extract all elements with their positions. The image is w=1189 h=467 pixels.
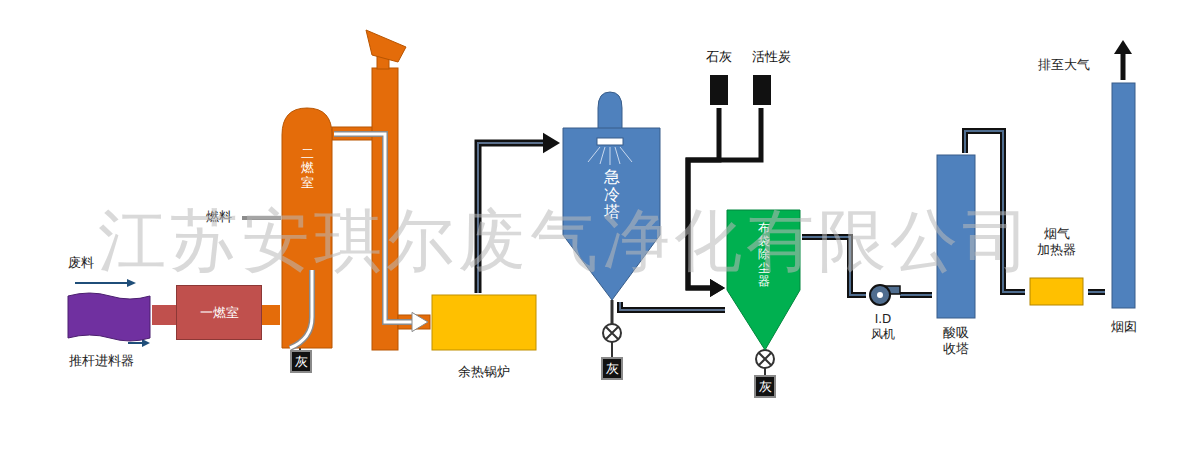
node-label: 余热锅炉 [458,363,510,381]
ash-label: 灰 [290,350,312,373]
exhaust-arrowhead [1114,40,1132,54]
chimney: 烟囱 [1105,82,1142,344]
carbon-silo: 活性炭 [745,48,798,108]
node-label: 石灰 [706,48,732,66]
ash-label: 灰 [601,357,623,380]
valve-stem [611,342,613,357]
watermark: 江苏安琪尔废气净化有限公司 [98,196,1034,287]
feed-label: 废料 [68,254,94,272]
pipe-line [620,302,725,310]
node-label: 酸吸 收塔 [943,325,969,358]
induced-draft-fan: I.D 风机 [866,282,900,352]
pipe-connector [152,315,176,316]
waste-heat-boiler: 余热锅炉 [428,293,540,385]
pipe-core [900,294,932,296]
pipe-line [1088,289,1105,295]
discharge-valve [603,324,621,342]
discharge-valve [756,350,774,368]
chimney-shape [1105,82,1142,344]
pipe-connector [1088,292,1105,293]
arrowhead [412,312,428,331]
node-label: 活性炭 [752,48,791,66]
pipe-core [1088,291,1105,293]
arrowhead [543,133,560,153]
ash-label: 灰 [754,375,776,398]
node-label: 一燃室 [200,304,239,322]
valve-cross [759,353,771,365]
pipe-line [262,305,280,325]
node-label: 二燃室 [301,147,314,190]
exhaust-arrow [1121,52,1126,80]
arrowhead [710,279,725,297]
flue-gas-heater: 烟气 加热器 [1025,226,1088,308]
feed-arrowhead [127,279,136,287]
valve-stem [611,300,614,324]
node-label: I.D 风机 [871,312,895,342]
node-label: 烟囱 [1111,318,1137,336]
pipe-line [900,292,932,298]
valve-stem [764,368,766,375]
pipe-connector [262,315,280,316]
node-label: 烟气 加热器 [1037,226,1076,259]
pipe-line [152,305,176,325]
pipe-connector [620,302,725,310]
pusher-arrow [128,342,143,344]
arrowhead [710,279,725,297]
pusher-feeder: 推杆进料器 [50,288,152,374]
stack-cap [366,30,406,62]
feed-arrow [75,282,128,284]
pipe-core [620,302,725,310]
pipe-connector [900,295,932,296]
exhaust-label: 排至大气 [1038,56,1090,74]
valve-cross [606,327,618,339]
primary-chamber: 一燃室 [176,285,262,340]
node-label: 推杆进料器 [69,352,134,370]
lime-silo: 石灰 [700,48,738,108]
